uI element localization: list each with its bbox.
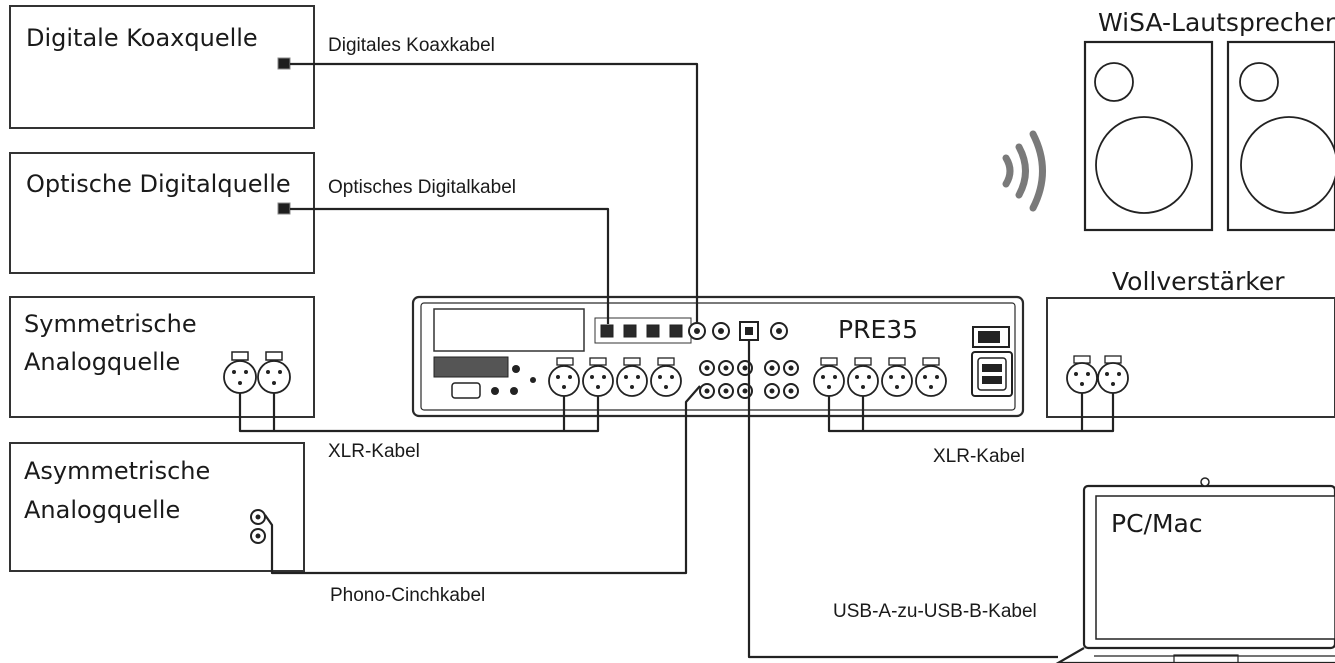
usb-cable <box>747 340 1058 659</box>
trigger-jack <box>512 365 520 373</box>
xlr-output-port <box>881 357 913 397</box>
trigger-jack <box>510 387 518 395</box>
optical-input-port <box>646 324 660 338</box>
xlr-input-port <box>650 357 682 397</box>
amplifier-label: Vollverstärker <box>1112 267 1285 296</box>
trigger-jack <box>491 387 499 395</box>
module-slot <box>433 356 509 378</box>
optical-output-port <box>277 202 291 215</box>
pre35-label: PRE35 <box>838 315 918 344</box>
phono-cable-label: Phono-Cinchkabel <box>330 585 485 606</box>
rca-connector-icon <box>250 509 266 525</box>
optical-input-port <box>669 324 683 338</box>
coax-source-label: Digitale Koaxquelle <box>26 24 258 52</box>
wisa-speakers-label: WiSA-Lautsprecher <box>1098 8 1335 37</box>
computer-label: PC/Mac <box>1111 509 1203 538</box>
phono-cable <box>264 385 701 575</box>
serial-port <box>451 382 481 399</box>
optical-source-box: Optische Digitalquelle <box>9 152 315 274</box>
unbalanced-source-label-2: Analogquelle <box>24 496 180 524</box>
xlr-cable-label-right: XLR-Kabel <box>933 446 1025 467</box>
module-slot <box>433 308 585 352</box>
optical-input-port <box>623 324 637 338</box>
optical-cable-label: Optisches Digitalkabel <box>328 177 516 198</box>
amplifier-box <box>1046 297 1335 418</box>
usb-cable-label: USB-A-zu-USB-B-Kabel <box>833 601 1037 622</box>
xlr-input-port <box>616 357 648 397</box>
power-inlet-icon <box>971 351 1013 397</box>
xlr-output-port <box>915 357 947 397</box>
coax-source-box: Digitale Koaxquelle <box>9 5 315 129</box>
balanced-source-label-2: Analogquelle <box>24 348 180 376</box>
pre35-rear-panel: PRE35 <box>411 295 1025 418</box>
balanced-source-box: Symmetrische Analogquelle <box>9 296 315 418</box>
wireless-signal-icon <box>1002 130 1046 212</box>
coax-output-port <box>277 57 291 70</box>
xlr-input-port <box>582 357 614 397</box>
rca-input-grid <box>699 360 753 399</box>
wisa-speaker-icon <box>1226 40 1335 232</box>
rca-output-grid <box>764 360 799 399</box>
laptop-icon <box>1055 477 1335 663</box>
optical-input-port <box>600 324 614 338</box>
xlr-input-port <box>1066 355 1098 394</box>
wisa-speaker-icon <box>1083 40 1214 232</box>
xlr-cable-left <box>238 393 600 433</box>
optical-source-label: Optische Digitalquelle <box>26 170 291 198</box>
rca-connector-icon <box>250 528 266 544</box>
balanced-source-label-1: Symmetrische <box>24 310 197 338</box>
coax-cable <box>290 62 699 322</box>
xlr-cable-right <box>827 393 1115 433</box>
coax-cable-label: Digitales Koaxkabel <box>328 35 495 56</box>
xlr-connector-icon <box>223 351 257 394</box>
optical-cable <box>290 207 610 324</box>
xlr-cable-label-left: XLR-Kabel <box>328 441 420 462</box>
trigger-jack <box>530 377 536 383</box>
xlr-input-port <box>548 357 580 397</box>
unbalanced-source-box: Asymmetrische Analogquelle <box>9 442 305 572</box>
unbalanced-source-label-1: Asymmetrische <box>24 457 210 485</box>
